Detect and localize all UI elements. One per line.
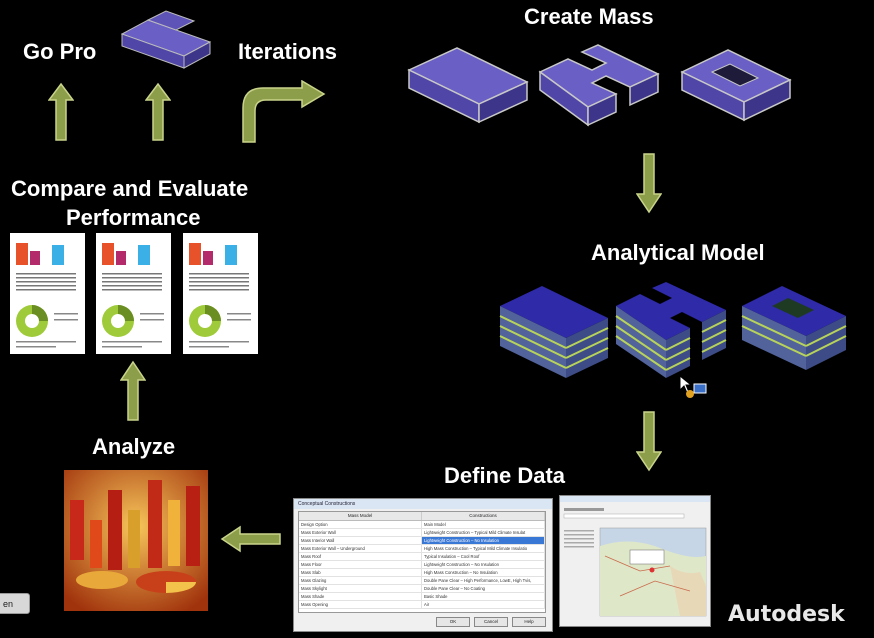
define-data-label: Define Data (444, 463, 566, 488)
row-category: Mass Interior Wall (299, 537, 422, 544)
row-category: Design Option (299, 521, 422, 528)
h-mass-icon (536, 42, 662, 128)
performance-label: Performance (66, 205, 201, 230)
row-value: Air (422, 601, 545, 608)
row-category: Mass Shade (299, 593, 422, 600)
h-analytical-model-icon (614, 280, 728, 380)
courtyard-analytical-model-icon (740, 282, 848, 372)
courtyard-mass-icon (678, 42, 794, 128)
pointer-cursor-icon (678, 374, 708, 405)
up-arrow-icon (48, 82, 74, 142)
performance-report-thumbnail (10, 233, 85, 354)
location-map-window (559, 495, 711, 627)
go-pro-label: Go Pro (23, 39, 97, 64)
down-arrow-icon (636, 152, 662, 214)
performance-report-thumbnail (96, 233, 171, 354)
left-arrow-icon (220, 525, 282, 553)
row-value: Lightweight Construction – No Insulation (422, 561, 545, 568)
rectangular-mass-icon (405, 40, 531, 126)
row-category: Mass Slab (299, 569, 422, 576)
analytical-model-label: Analytical Model (591, 240, 765, 265)
row-category: Mass Exterior Wall (299, 529, 422, 536)
performance-report-thumbnail (183, 233, 258, 354)
conceptual-constructions-dialog: Conceptual Constructions Mass Model Cons… (293, 498, 553, 632)
row-value-dropdown[interactable]: Lightweight Construction – No Insulation (422, 537, 545, 544)
row-value: Lightweight Construction – Typical Mild … (422, 529, 545, 536)
analyze-charts-image (64, 470, 208, 611)
row-category: Mass Exterior Wall – Underground (299, 545, 422, 552)
down-arrow-icon (636, 410, 662, 472)
row-value: Typical Insulation – Cool Roof (422, 553, 545, 560)
row-value: Main Model (422, 521, 545, 528)
up-arrow-icon (145, 82, 171, 142)
row-category: Mass Glazing (299, 577, 422, 584)
row-value: Basic Shade (422, 593, 545, 600)
column-header-constructions: Constructions (422, 512, 545, 520)
row-category: Mass Floor (299, 561, 422, 568)
iterations-label: Iterations (238, 39, 338, 64)
row-value: High Mass Construction – Typical Mild Cl… (422, 545, 545, 552)
rectangular-analytical-model-icon (498, 282, 610, 382)
autodesk-logo: Autodesk (728, 602, 845, 627)
row-value: Double Pane Clear – No Coating (422, 585, 545, 592)
row-category: Mass Opening (299, 601, 422, 608)
create-mass-label: Create Mass (524, 4, 654, 29)
row-value: Double Pane Clear – High Performance, Lo… (422, 577, 545, 584)
up-arrow-icon (120, 360, 146, 422)
h-mass-icon (118, 4, 214, 70)
dialog-title: Conceptual Constructions (294, 499, 552, 509)
column-header-mass-model: Mass Model (299, 512, 422, 520)
row-category: Mass Roof (299, 553, 422, 560)
open-button[interactable]: en (0, 593, 30, 614)
analyze-label: Analyze (92, 434, 176, 459)
help-button[interactable]: Help (512, 617, 546, 627)
row-value: High Mass Construction – No Insulation (422, 569, 545, 576)
row-category: Mass Skylight (299, 585, 422, 592)
turn-right-arrow-icon (238, 80, 328, 144)
compare-evaluate-label: Compare and Evaluate (11, 176, 249, 201)
cancel-button[interactable]: Cancel (474, 617, 508, 627)
ok-button[interactable]: OK (436, 617, 470, 627)
table-header: Mass Model Constructions (299, 512, 545, 521)
